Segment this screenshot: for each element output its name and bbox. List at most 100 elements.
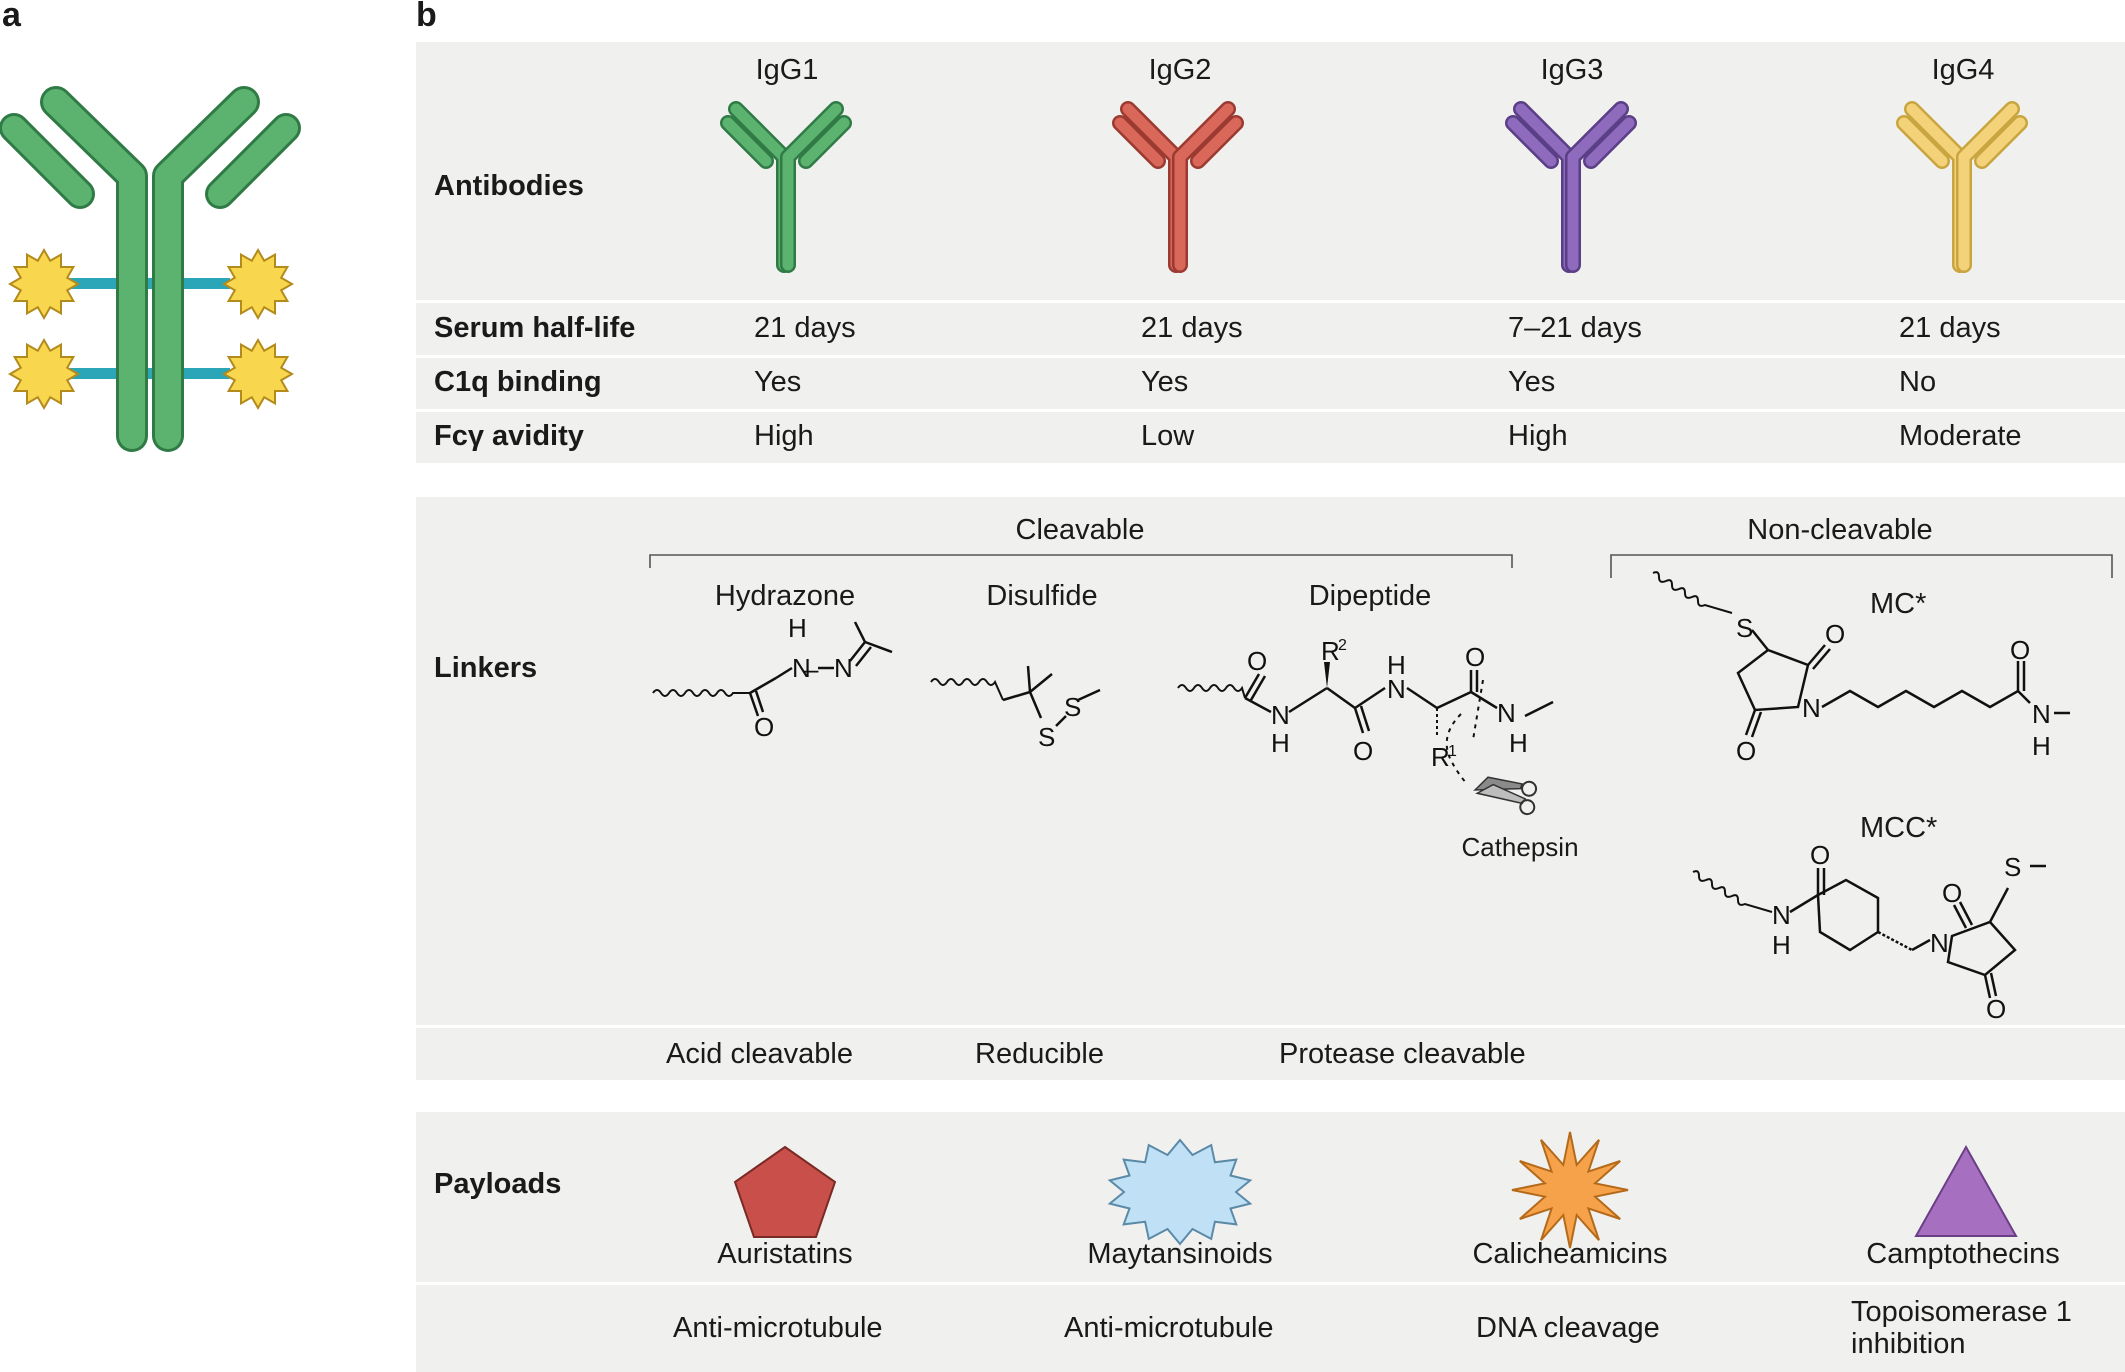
properties-panel [416, 42, 2125, 463]
igg3-icon [1505, 101, 1637, 273]
mechanism-protease-cleavable: Protease cleavable [1279, 1038, 1526, 1070]
dipeptide-structure: O N H R 2 O H N R 1 O N H [1177, 636, 1554, 816]
disulfide-label: Disulfide [986, 580, 1098, 612]
hydrazone-n2-atom: N [834, 653, 853, 683]
divider [416, 300, 2125, 303]
dipeptide-n2-atom: N [1387, 674, 1406, 704]
adc-payload-star-icon [7, 337, 81, 411]
fc-avidity-label: Fcγ avidity [434, 420, 584, 452]
mc-o1-atom: O [1825, 619, 1845, 649]
antibody-strand [1114, 117, 1164, 167]
antibody-strand [1174, 103, 1234, 271]
divider [416, 409, 2125, 412]
adc-linker-upper [70, 278, 230, 289]
mcc-n2-atom: N [1930, 928, 1949, 958]
fc-avidity-igg3: High [1508, 420, 1568, 452]
igg4-label: IgG4 [1931, 54, 1995, 86]
payload-camptothecins-mechanism: Topoisomerase 1 inhibition [1851, 1296, 2072, 1360]
c1q-binding-label: C1q binding [434, 366, 602, 398]
payloads-panel [416, 1112, 2125, 1372]
scissors-icon [1473, 776, 1538, 816]
dipeptide-o3-atom: O [1465, 642, 1485, 672]
payload-auristatins-mechanism: Anti-microtubule [673, 1312, 883, 1344]
mcc-n1-atom: N [1772, 900, 1791, 930]
maytansinoids-starburst-icon [1107, 1138, 1253, 1246]
dipeptide-n1-atom: N [1271, 700, 1290, 730]
antibodies-row-label: Antibodies [434, 170, 584, 202]
c1q-binding-igg2: Yes [1141, 366, 1189, 398]
divider [416, 1025, 2125, 1028]
antibody-strand [1585, 117, 1635, 167]
serum-half-life-igg3: 7–21 days [1508, 312, 1642, 344]
mc-structure: S O N O O N H [1652, 571, 2070, 766]
igg1-icon [720, 101, 852, 273]
dipeptide-h1-atom: H [1271, 728, 1290, 758]
igg4-icon [1896, 101, 2028, 273]
antibody-strand [1192, 117, 1242, 167]
payload-calicheamicins-mechanism: DNA cleavage [1476, 1312, 1660, 1344]
antibody-strand [1567, 103, 1627, 271]
mcc-s-atom: S [2004, 852, 2021, 882]
hydrazone-structure: H N – N O [652, 613, 893, 742]
panel-b-letter: b [416, 0, 437, 34]
cleavable-group-label: Cleavable [1015, 514, 1145, 546]
mcc-h-atom: H [1772, 930, 1791, 960]
disulfide-s2-atom: S [1064, 692, 1081, 722]
camptothecins-mechanism-line1: Topoisomerase 1 [1851, 1296, 2072, 1328]
c1q-binding-igg4: No [1899, 366, 1937, 398]
antibody-strand [800, 117, 850, 167]
hydrazone-dash: – [804, 654, 819, 684]
auristatins-pentagon-icon [733, 1145, 837, 1238]
dipeptide-o2-atom: O [1353, 736, 1373, 766]
payload-auristatins: Auristatins [717, 1238, 853, 1270]
adc-antibody [0, 86, 301, 452]
panel-a-letter: a [2, 0, 21, 34]
serum-half-life-igg4: 21 days [1899, 312, 2001, 344]
igg1-label: IgG1 [755, 54, 819, 86]
antibody-strand [1507, 117, 1557, 167]
c1q-binding-igg3: Yes [1508, 366, 1556, 398]
mc-s-atom: S [1736, 613, 1753, 643]
mc-label: MC* [1870, 588, 1927, 620]
camptothecins-mechanism-line2: inhibition [1851, 1328, 1966, 1360]
igg3-label: IgG3 [1540, 54, 1604, 86]
dipeptide-h2-atom: H [1387, 650, 1406, 680]
mechanism-acid-cleavable: Acid cleavable [666, 1038, 853, 1070]
adc-linker-lower [70, 368, 230, 379]
dipeptide-n3-atom: N [1497, 698, 1516, 728]
serum-half-life-label: Serum half-life [434, 312, 636, 344]
adc-payload-star-icon [7, 247, 81, 321]
payloads-row-label: Payloads [434, 1168, 562, 1200]
adc-illustration [0, 86, 301, 452]
dipeptide-r1-sup: 1 [1448, 743, 1457, 760]
calicheamicins-star-icon [1511, 1131, 1629, 1249]
adc-payload-star-icon [221, 247, 295, 321]
dipeptide-o1-atom: O [1247, 646, 1267, 676]
antibody-strand [1976, 117, 2026, 167]
igg2-label: IgG2 [1148, 54, 1212, 86]
payload-calicheamicins: Calicheamicins [1472, 1238, 1668, 1270]
cathepsin-label: Cathepsin [1461, 832, 1579, 862]
dipeptide-r2-atom: R [1321, 636, 1340, 666]
mc-n1-atom: N [1802, 693, 1821, 723]
linkers-row-label: Linkers [434, 652, 538, 684]
mc-o3-atom: O [2010, 635, 2030, 665]
noncleavable-group-label: Non-cleavable [1747, 514, 1933, 546]
igg2-icon [1112, 101, 1244, 273]
hydrazone-n-atom: N [792, 653, 811, 683]
hydrazone-h-atom: H [788, 613, 807, 643]
serum-half-life-igg1: 21 days [754, 312, 856, 344]
adc-payload-star-icon [221, 337, 295, 411]
antibody-strand [1958, 103, 2018, 271]
cleavable-bracket [649, 554, 1513, 568]
mcc-label: MCC* [1860, 812, 1938, 844]
hydrazone-label: Hydrazone [714, 580, 856, 612]
mcc-o2-atom: O [1942, 878, 1962, 908]
mcc-o3-atom: O [1986, 994, 2006, 1024]
mechanism-reducible: Reducible [975, 1038, 1104, 1070]
antibody-strand [782, 103, 842, 271]
mc-n2-atom: N [2032, 699, 2051, 729]
antibody-strand [1898, 117, 1948, 167]
mcc-structure: N H O N O O S [1692, 840, 2046, 1024]
hydrazone-o-atom: O [754, 712, 774, 742]
